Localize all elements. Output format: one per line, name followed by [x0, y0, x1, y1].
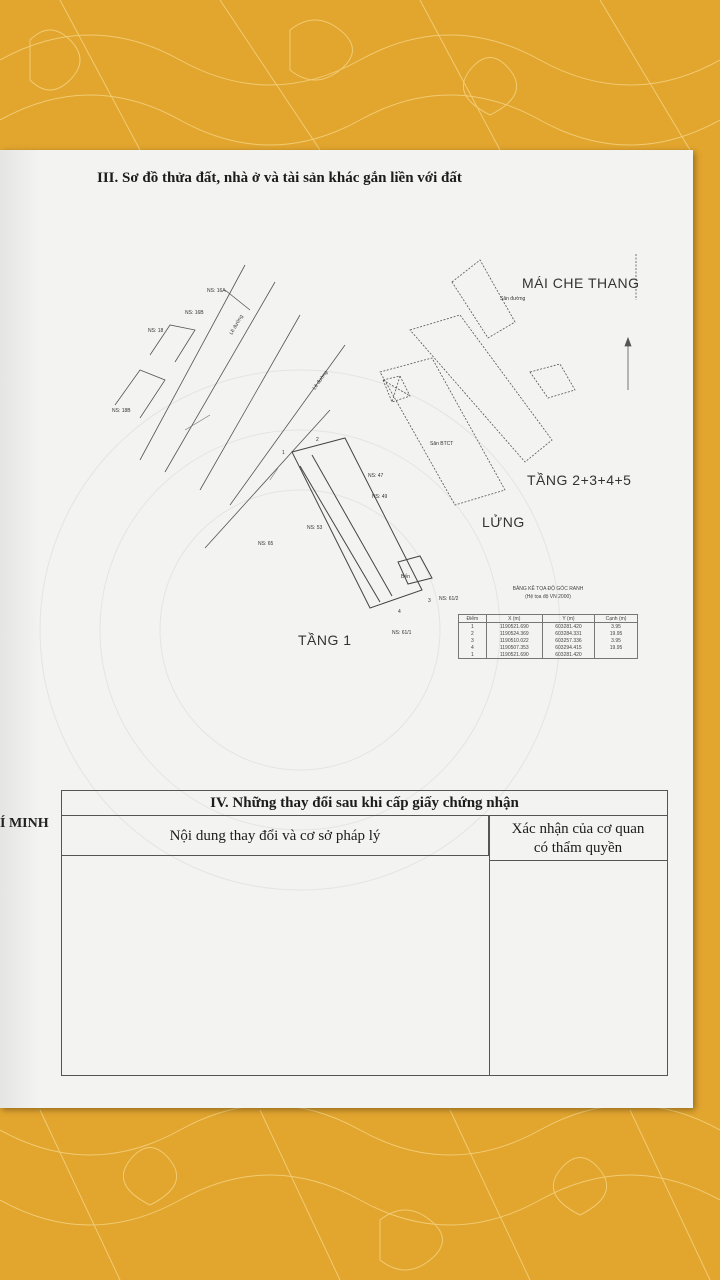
mezzanine-label: LỬNG — [482, 513, 525, 530]
neighbor-label: NS: 61/1 — [392, 630, 412, 636]
street-lines — [139, 264, 346, 549]
road-label: Lề đường — [312, 370, 330, 392]
table-row: 4 1190507.353 603294.415 19.95 — [458, 644, 638, 651]
header-cell: Cạnh (m) — [594, 614, 638, 623]
plot-corner-4: 4 — [398, 609, 401, 615]
table-row: 1 1190521.690 603281.420 3.95 — [458, 622, 638, 630]
plot-corner-1: 1 — [282, 450, 285, 456]
table-cell — [594, 651, 638, 659]
ground-floor-label: TẦNG 1 — [298, 632, 352, 648]
changes-table: IV. Những thay đổi sau khi cấp giấy chứn… — [61, 790, 668, 1076]
neighbor-label: NS: 49 — [372, 494, 388, 500]
table-row: 1 1190521.690 603281.420 — [458, 651, 638, 659]
ground-floor-plot — [291, 437, 433, 609]
table-cell: 2 — [458, 630, 487, 637]
table-cell: 603281.420 — [541, 622, 596, 630]
table-cell: 4 — [458, 644, 487, 651]
coordinate-table: Điểm X (m) Y (m) Cạnh (m) 1 1190521.690 … — [458, 614, 638, 659]
neighbor-label: NS: 53 — [307, 525, 323, 531]
table-cell: 603294.415 — [541, 644, 596, 651]
header-cell: Điểm — [458, 614, 487, 623]
left-page-fragment: Í MINH — [0, 816, 49, 831]
table-cell: 1 — [458, 622, 487, 630]
upper-floors-label: TẦNG 2+3+4+5 — [527, 472, 631, 488]
coordinate-table-caption: BẢNG KÊ TỌA ĐỘ GÓC RANH (Hệ tọa độ VN 20… — [478, 585, 618, 601]
roof-label: MÁI CHE THANG — [522, 275, 639, 291]
floor-area-label: Sân đường — [500, 296, 525, 302]
header-cell: X (m) — [485, 614, 543, 623]
table-row: 2 1190524.369 603284.331 19.95 — [458, 630, 638, 637]
table-cell: 603257.336 — [541, 637, 596, 644]
header-cell: Y (m) — [541, 614, 596, 623]
coordinate-system-note: (Hệ tọa độ VN 2000) — [525, 594, 571, 600]
authority-header-line: Xác nhận của cơ quan — [511, 821, 645, 837]
table-cell: 3 — [458, 637, 487, 644]
section-3-title: III. Sơ đồ thửa đất, nhà ở và tài sản kh… — [97, 170, 462, 186]
floor-area-label: Sân BTCT — [430, 441, 453, 447]
table-row: 3 1190510.022 603257.336 3.95 — [458, 637, 638, 644]
changes-content-header: Nội dung thay đổi và cơ sở pháp lý — [62, 816, 489, 856]
coordinate-table-title: BẢNG KÊ TỌA ĐỘ GÓC RANH — [512, 586, 584, 592]
table-cell: 19.95 — [594, 630, 638, 637]
authority-header-line: có thẩm quyền — [533, 840, 623, 856]
table-cell: 1190507.353 — [485, 644, 543, 651]
table-cell: 603281.420 — [541, 651, 596, 659]
table-cell: 1190510.022 — [485, 637, 543, 644]
mezzanine-outline — [379, 357, 506, 506]
table-cell: 3.95 — [594, 637, 638, 644]
table-cell: 1190524.369 — [485, 630, 543, 637]
page-fold-shadow — [0, 150, 40, 1108]
neighbor-label: NS: 61/2 — [439, 596, 459, 602]
neighbor-label: NS: 16A — [207, 288, 226, 294]
table-cell: 19.95 — [594, 644, 638, 651]
table-cell: 603284.331 — [541, 630, 596, 637]
plot-corner-2: 2 — [316, 437, 319, 443]
neighbor-label: NS: 18B — [112, 408, 131, 414]
stair-roof-outline — [451, 254, 637, 339]
column-divider — [489, 816, 490, 1075]
stair-label: Bến — [401, 574, 410, 580]
upper-floors-outline — [409, 314, 576, 463]
neighbor-label: NS: 65 — [258, 541, 274, 547]
plot-corner-3: 3 — [428, 598, 431, 604]
section-4-title: IV. Những thay đổi sau khi cấp giấy chứn… — [62, 791, 667, 816]
table-cell: 1190521.690 — [485, 622, 543, 630]
neighbour-plots — [114, 289, 251, 419]
certificate-page: III. Sơ đồ thửa đất, nhà ở và tài sản kh… — [0, 150, 693, 1108]
table-cell: 3.95 — [594, 622, 638, 630]
authority-confirmation-header: Xác nhận của cơ quan có thẩm quyền — [489, 816, 667, 861]
neighbor-label: NS: 18 — [148, 328, 164, 334]
neighbor-label: NS: 16B — [185, 310, 204, 316]
table-cell: 1 — [458, 651, 487, 659]
road-label: Lề đường — [229, 314, 245, 336]
neighbor-label: NS: 47 — [368, 473, 384, 479]
north-arrow-icon — [624, 336, 632, 390]
table-cell: 1190521.690 — [485, 651, 543, 659]
table-header-row: Điểm X (m) Y (m) Cạnh (m) — [458, 614, 638, 623]
